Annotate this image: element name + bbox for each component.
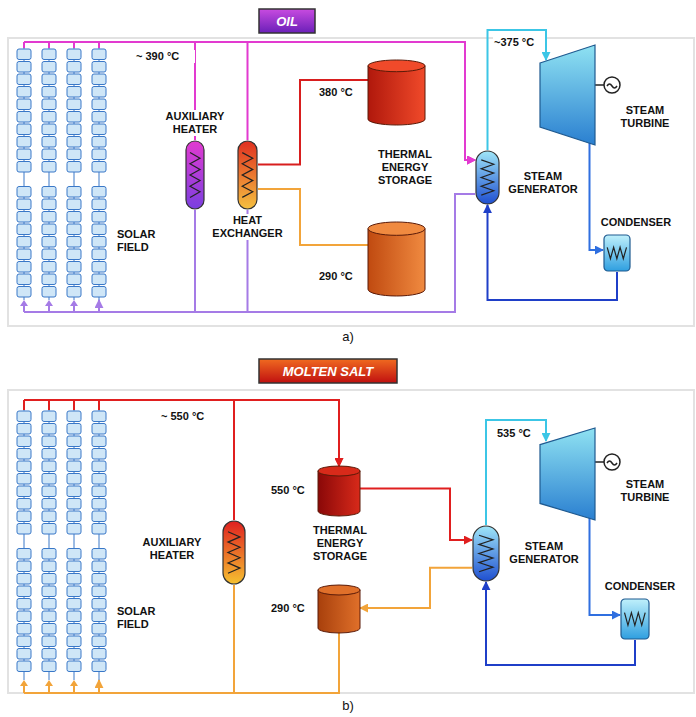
diagram-label: THERMAL ENERGY STORAGE — [300, 524, 380, 563]
component-node: CONDENSER — [620, 598, 650, 640]
component-shape — [620, 598, 650, 640]
component-shape — [603, 234, 631, 272]
component-label: CONDENSER — [600, 580, 680, 593]
pipe-connector — [360, 568, 472, 608]
component-shape — [15, 410, 110, 680]
component-shape — [318, 585, 360, 633]
generator-symbol — [595, 454, 620, 470]
component-shape — [222, 520, 246, 585]
component-label: HEAT EXCHANGER — [205, 214, 290, 240]
salt-header — [24, 400, 99, 410]
component-node: STEAM TURBINE — [540, 428, 595, 520]
component-node: STEAM GENERATOR — [472, 525, 500, 582]
component-node: AUXILIARY HEATER — [185, 140, 205, 210]
component-shape — [472, 525, 500, 582]
diagram-label: ~ 390 °C — [135, 50, 195, 63]
component-shape — [368, 60, 425, 125]
pipe-connector — [258, 80, 368, 165]
component-shape — [318, 466, 360, 516]
pipe-connector — [590, 143, 604, 250]
component-shape — [368, 222, 425, 296]
component-node: HEAT EXCHANGER — [237, 140, 258, 210]
component-label: STEAM GENERATOR — [502, 170, 584, 196]
component-label: AUXILIARY HEATER — [128, 536, 216, 562]
generator-symbol — [595, 77, 620, 93]
component-shape — [185, 140, 205, 210]
component-node: 290 °C — [368, 222, 425, 296]
component-node: SOLAR FIELD — [15, 48, 110, 300]
component-label: STEAM TURBINE — [610, 104, 680, 130]
fluid-name: OIL — [258, 8, 316, 34]
component-shape — [540, 45, 595, 145]
component-node: STEAM TURBINE — [540, 45, 595, 145]
component-label: AUXILIARY HEATER — [150, 110, 240, 136]
panel-letter: a) — [330, 329, 366, 344]
pipe-connector — [488, 30, 547, 150]
fluid-badge: OIL — [258, 8, 316, 34]
pipe-connector — [486, 582, 635, 665]
component-shape — [15, 48, 110, 300]
component-node: CONDENSER — [603, 234, 631, 272]
panel-frame — [8, 38, 694, 326]
diagram-label: THERMAL ENERGY STORAGE — [368, 148, 442, 187]
oil-header — [24, 42, 99, 48]
component-label: 380 °C — [318, 86, 364, 99]
component-label: 290 °C — [318, 270, 364, 283]
pipe-connector — [195, 194, 475, 312]
component-shape — [237, 140, 258, 210]
component-label: SOLAR FIELD — [116, 605, 166, 631]
component-label: STEAM TURBINE — [610, 478, 680, 504]
component-node: 550 °C — [318, 466, 360, 516]
pipe-connector — [99, 194, 475, 312]
pipe-connector — [99, 42, 475, 160]
diagram-label: 535 °C — [496, 427, 540, 440]
inlet-arrows — [20, 680, 78, 686]
component-label: SOLAR FIELD — [116, 228, 166, 254]
fluid-name: MOLTEN SALT — [258, 358, 398, 384]
component-node: SOLAR FIELD — [15, 410, 110, 680]
pipe-connector — [486, 420, 546, 525]
component-node: 290 °C — [318, 585, 360, 633]
diagram-label: ~ 550 °C — [160, 410, 220, 423]
pipe-connector — [99, 633, 339, 693]
component-label: CONDENSER — [596, 216, 676, 229]
component-shape — [540, 428, 595, 520]
inlet-arrows — [20, 300, 78, 306]
pipe-connector — [99, 400, 339, 466]
pipe-connector — [248, 194, 476, 312]
component-node: AUXILIARY HEATER — [222, 520, 246, 585]
component-node: STEAM GENERATOR — [475, 150, 500, 205]
fluid-badge: MOLTEN SALT — [258, 358, 398, 384]
panel-frame — [8, 390, 694, 693]
salt-return-header — [24, 683, 99, 693]
diagram-label: ~375 °C — [493, 36, 545, 49]
component-label: 290 °C — [270, 602, 314, 615]
component-label: 550 °C — [270, 484, 314, 497]
component-shape — [475, 150, 500, 205]
pipe-connector — [195, 42, 475, 160]
panel-letter: b) — [330, 698, 366, 713]
pipe-connector — [248, 42, 476, 160]
oil-return-header — [24, 303, 99, 312]
pipe-connector — [590, 518, 621, 615]
component-node: 380 °C — [368, 60, 425, 125]
component-label: STEAM GENERATOR — [503, 540, 585, 566]
